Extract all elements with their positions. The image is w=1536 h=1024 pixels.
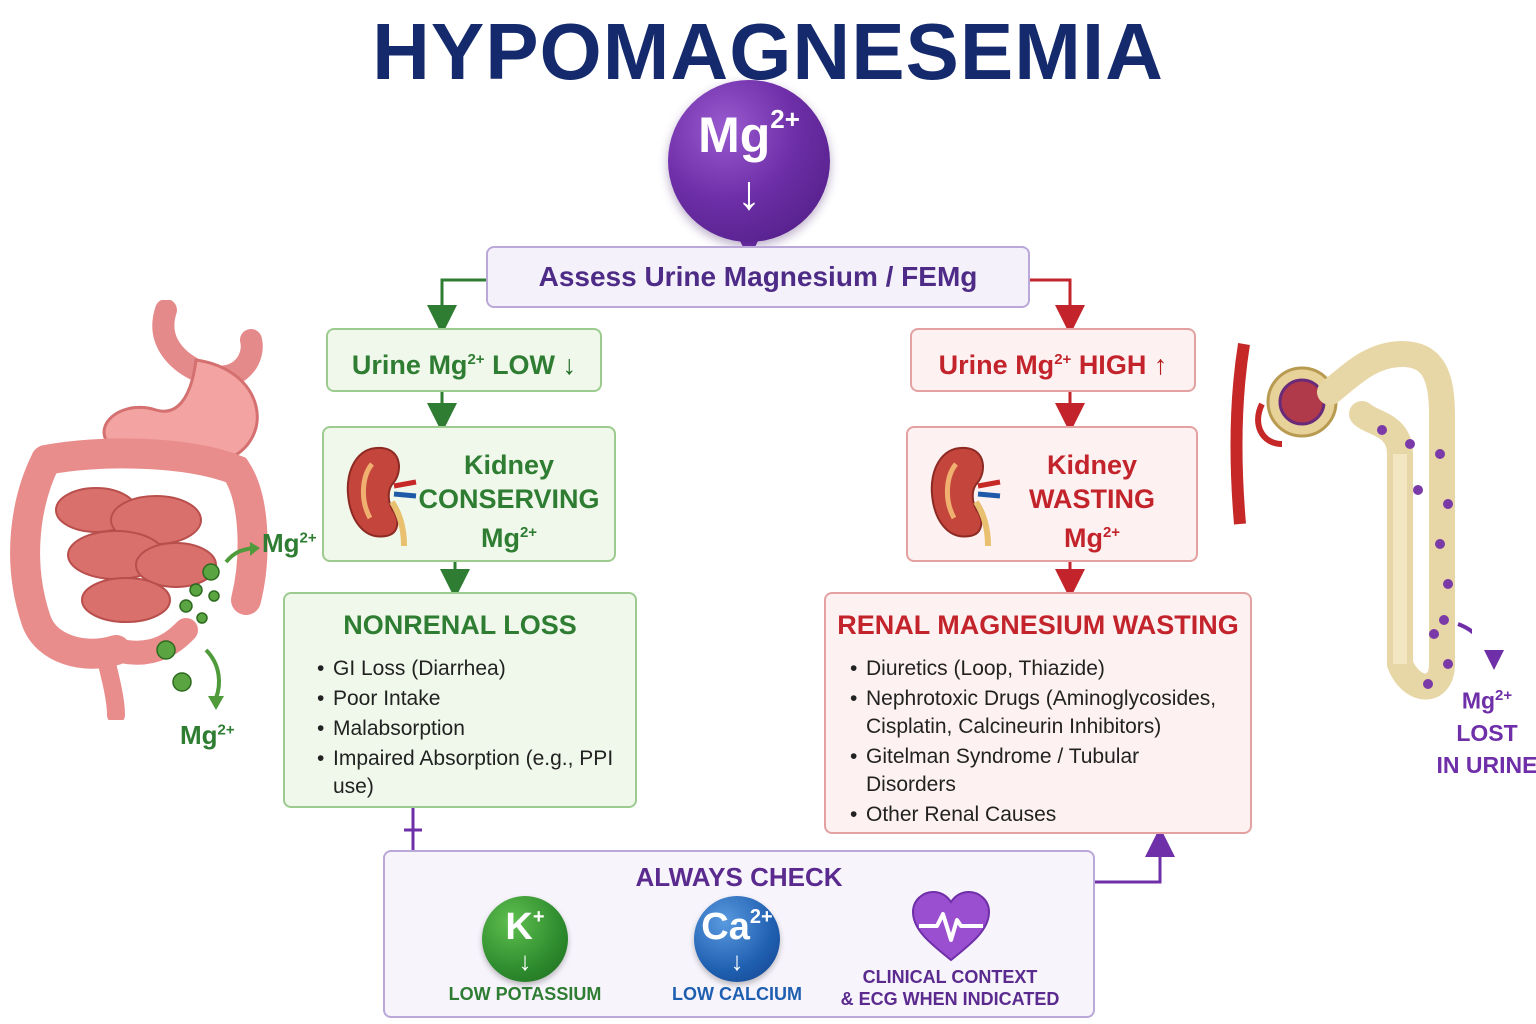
kidney-state: WASTING bbox=[1029, 484, 1155, 514]
nephron-urine-text: IN URINE bbox=[1436, 751, 1536, 778]
gut-mg-label-lower: Mg2+ bbox=[180, 720, 235, 751]
nonrenal-causes-list: GI Loss (Diarrhea)Poor IntakeMalabsorpti… bbox=[317, 655, 635, 801]
mg-symbol: Mg bbox=[698, 107, 771, 163]
kidney-mg-charge: 2+ bbox=[1102, 524, 1121, 541]
list-item: Other Renal Causes bbox=[850, 801, 1226, 829]
potassium-label: LOW POTASSIUM bbox=[448, 984, 602, 1004]
always-check-box: ALWAYS CHECK K+ ↓ LOW POTASSIUM Ca2+ ↓ L… bbox=[383, 850, 1095, 1018]
list-item: Gitelman Syndrome / Tubular Disorders bbox=[850, 743, 1226, 799]
calcium-symbol: Ca bbox=[701, 906, 750, 948]
kidney-conserving-box: Kidney CONSERVING Mg2+ bbox=[322, 426, 616, 562]
kidney-icon bbox=[346, 446, 417, 546]
always-check-title: ALWAYS CHECK bbox=[635, 862, 843, 892]
mg-lost-in-urine-label: Mg2+ LOST IN URINE bbox=[1432, 680, 1536, 781]
down-arrow-icon: ↓ bbox=[737, 167, 761, 220]
nephron-illustration bbox=[1230, 340, 1472, 700]
list-item: GI Loss (Diarrhea) bbox=[317, 655, 635, 683]
calcium-label: LOW CALCIUM bbox=[672, 984, 802, 1004]
down-arrow-icon: ↓ bbox=[730, 946, 744, 976]
potassium-charge: + bbox=[532, 906, 545, 928]
list-item: Poor Intake bbox=[317, 685, 635, 713]
urine-low-box: Urine Mg2+ LOW ↓ bbox=[326, 328, 602, 392]
potassium-badge: K+ ↓ bbox=[482, 896, 568, 982]
urine-low-text: Urine Mg bbox=[351, 350, 468, 380]
gut-mg-label-upper: Mg2+ bbox=[262, 528, 317, 559]
kidney-icon bbox=[930, 446, 1001, 546]
list-item: Diuretics (Loop, Thiazide) bbox=[850, 655, 1226, 683]
kidney-state: CONSERVING bbox=[418, 484, 600, 514]
down-arrow-icon: ↓ bbox=[518, 946, 532, 976]
list-item: Nephrotoxic Drugs (Aminoglycosides, Cisp… bbox=[850, 685, 1226, 741]
calcium-charge: 2+ bbox=[749, 906, 773, 928]
list-item: Impaired Absorption (e.g., PPI use) bbox=[317, 745, 635, 801]
gut-mg-text: Mg bbox=[180, 720, 218, 750]
urine-high-level: HIGH bbox=[1078, 350, 1147, 380]
potassium-symbol: K bbox=[505, 906, 533, 948]
renal-wasting-box: RENAL MAGNESIUM WASTING Diuretics (Loop,… bbox=[824, 592, 1252, 834]
renal-causes-list: Diuretics (Loop, Thiazide)Nephrotoxic Dr… bbox=[850, 655, 1226, 829]
renal-wasting-heading: RENAL MAGNESIUM WASTING bbox=[837, 610, 1239, 640]
mg-charge: 2+ bbox=[770, 104, 800, 134]
magnesium-circle: Mg2+ ↓ bbox=[668, 80, 830, 242]
urine-high-text: Urine Mg bbox=[938, 350, 1055, 380]
clinical-context-line2: & ECG WHEN INDICATED bbox=[840, 989, 1060, 1009]
kidney-label: Kidney bbox=[1046, 450, 1138, 480]
gut-mg-charge: 2+ bbox=[217, 721, 235, 739]
clinical-context-label: CLINICAL CONTEXT & ECG WHEN INDICATED bbox=[825, 966, 1075, 1010]
list-item: Malabsorption bbox=[317, 715, 635, 743]
kidney-mg-charge: 2+ bbox=[519, 524, 538, 541]
urine-high-charge: 2+ bbox=[1054, 351, 1072, 368]
kidney-label: Kidney bbox=[463, 450, 555, 480]
nephron-mg-charge: 2+ bbox=[1495, 687, 1513, 704]
nonrenal-loss-box: NONRENAL LOSS GI Loss (Diarrhea)Poor Int… bbox=[283, 592, 637, 808]
nephron-mg-text: Mg bbox=[1461, 687, 1496, 714]
urine-low-charge: 2+ bbox=[467, 351, 485, 368]
heart-ecg-icon bbox=[911, 890, 991, 962]
gut-mg-charge: 2+ bbox=[299, 529, 317, 547]
kidney-wasting-box: Kidney WASTING Mg2+ bbox=[906, 426, 1198, 562]
kidney-mg: Mg bbox=[480, 523, 520, 553]
calcium-badge: Ca2+ ↓ bbox=[694, 896, 780, 982]
down-arrow-icon: ↓ bbox=[562, 350, 577, 380]
assess-urine-box: Assess Urine Magnesium / FEMg bbox=[486, 246, 1030, 308]
nonrenal-loss-heading: NONRENAL LOSS bbox=[343, 610, 577, 640]
nephron-lost-text: LOST bbox=[1456, 719, 1518, 746]
curved-arrow-icon bbox=[1482, 648, 1506, 672]
clinical-context-line1: CLINICAL CONTEXT bbox=[862, 967, 1038, 987]
urine-low-level: LOW bbox=[492, 350, 556, 380]
kidney-mg: Mg bbox=[1063, 523, 1103, 553]
up-arrow-icon: ↑ bbox=[1153, 350, 1168, 380]
gi-tract-illustration bbox=[10, 300, 268, 720]
urine-high-box: Urine Mg2+ HIGH ↑ bbox=[910, 328, 1196, 392]
gut-mg-text: Mg bbox=[262, 528, 300, 558]
